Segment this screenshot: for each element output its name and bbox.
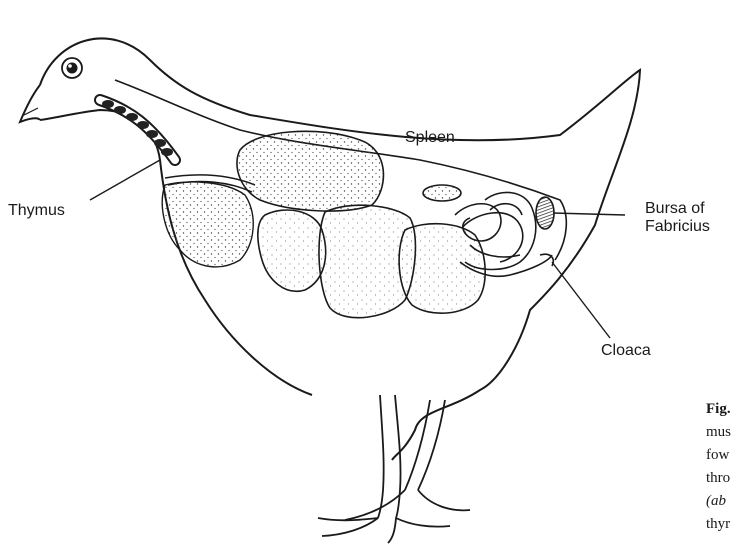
caption-line-4: thro bbox=[706, 467, 739, 490]
caption-line-5: (ab bbox=[706, 490, 739, 513]
figure-caption: Fig. mus fow thro (ab thyr bbox=[706, 398, 739, 536]
spleen-organ bbox=[423, 185, 461, 201]
caption-line-1: Fig. bbox=[706, 398, 739, 421]
caption-line-3: fow bbox=[706, 444, 739, 467]
label-cloaca: Cloaca bbox=[601, 342, 651, 360]
label-bursa-line1: Bursa of bbox=[645, 200, 705, 218]
feet bbox=[318, 490, 470, 543]
bursa-leader-line bbox=[553, 213, 625, 215]
cloaca-leader-line bbox=[552, 262, 610, 338]
label-bursa-line2: Fabricius bbox=[645, 218, 710, 236]
beak bbox=[20, 85, 40, 122]
caption-line-2: mus bbox=[706, 421, 739, 444]
chest-organ bbox=[162, 182, 253, 267]
caption-line-6: thyr bbox=[706, 513, 739, 536]
eye bbox=[62, 58, 82, 78]
label-thymus: Thymus bbox=[8, 202, 65, 220]
label-spleen: Spleen bbox=[405, 129, 455, 147]
crop-organ bbox=[237, 131, 384, 211]
liver-lobe bbox=[258, 210, 326, 291]
thymus-leader-line bbox=[90, 160, 160, 200]
legs bbox=[378, 395, 445, 518]
bursa-organ bbox=[536, 197, 554, 229]
intestine-mass bbox=[399, 224, 485, 314]
thymus-lobes bbox=[100, 100, 175, 160]
